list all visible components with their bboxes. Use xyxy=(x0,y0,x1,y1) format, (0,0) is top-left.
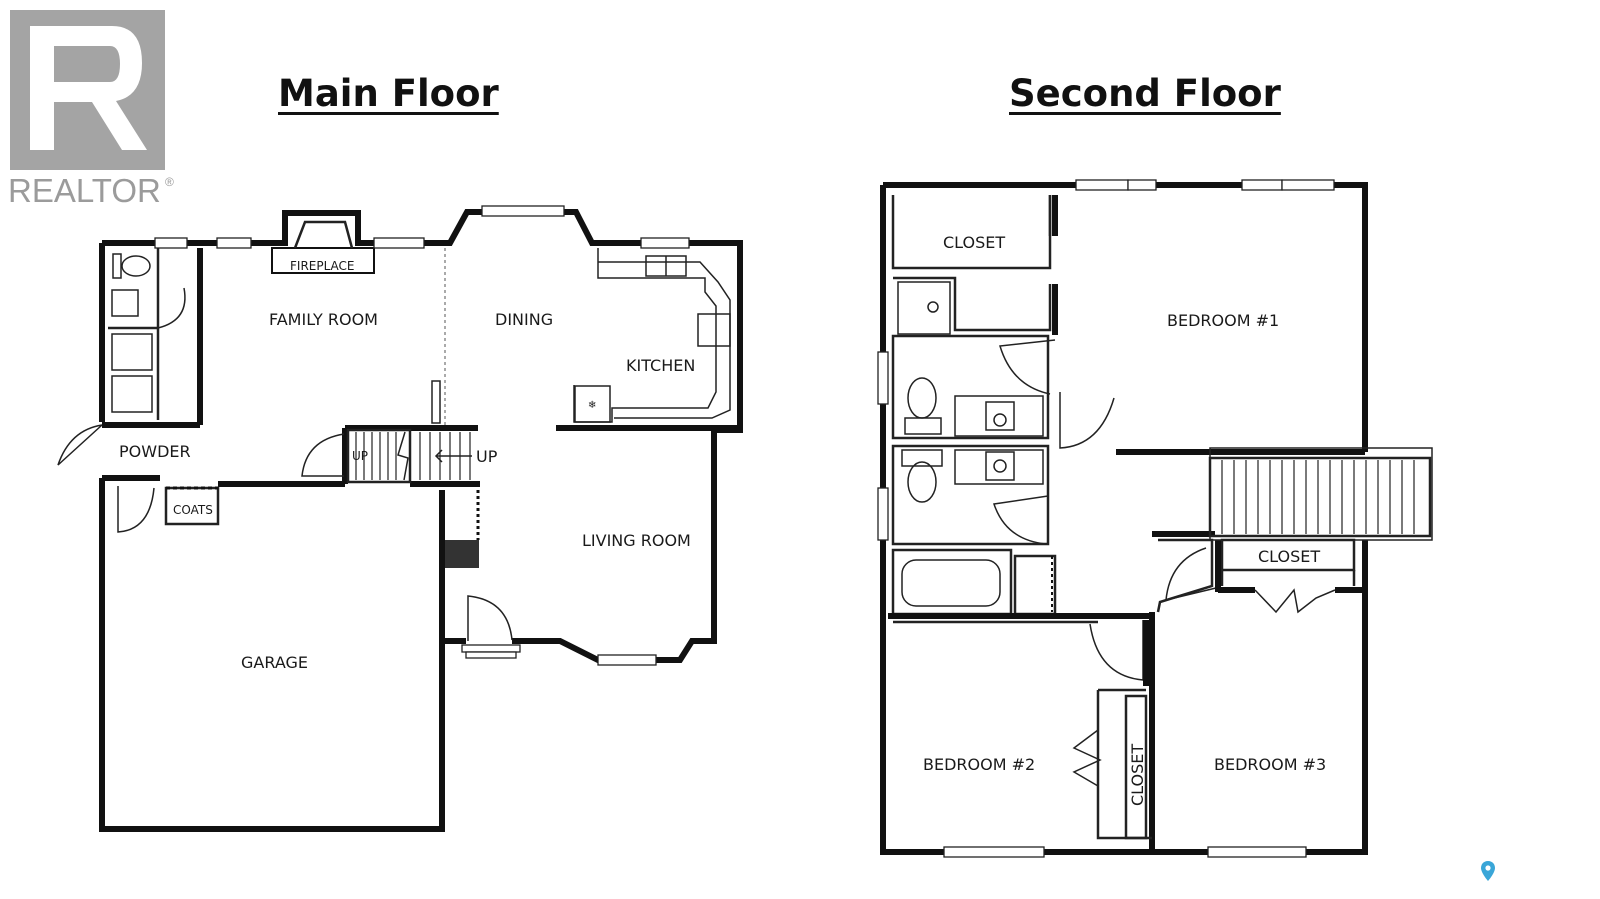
powder-label: POWDER xyxy=(119,442,191,461)
closet-top-label: CLOSET xyxy=(943,233,1005,252)
svg-text:❄: ❄ xyxy=(588,400,596,411)
main-floor-title: Main Floor xyxy=(278,72,499,115)
bedroom-1-label: BEDROOM #1 xyxy=(1167,311,1279,330)
main-floor-plan: ❄ FAMILY ROOM DINING KITCHEN FIREPLACE P… xyxy=(57,205,743,832)
second-floor-plan: CLOSET BEDROOM #1 CLOSET BEDROOM #2 CLOS… xyxy=(877,179,1433,858)
map-pin-icon[interactable] xyxy=(1480,860,1496,882)
second-floor-title: Second Floor xyxy=(1009,72,1281,115)
living-room-label: LIVING ROOM xyxy=(582,531,691,550)
fireplace-label: FIREPLACE xyxy=(290,259,355,273)
coats-label: COATS xyxy=(173,503,213,517)
kitchen-label: KITCHEN xyxy=(626,356,695,375)
stairs-up-label-left: UP xyxy=(352,449,368,463)
closet-right-label: CLOSET xyxy=(1258,547,1320,566)
family-room-label: FAMILY ROOM xyxy=(269,310,378,329)
realtor-logo-text: REALTOR xyxy=(8,172,161,209)
realtor-logo: REALTOR ® xyxy=(8,10,174,209)
bedroom-2-label: BEDROOM #2 xyxy=(923,755,1035,774)
bedroom-3-label: BEDROOM #3 xyxy=(1214,755,1326,774)
stairs-up-label-right: UP xyxy=(476,447,498,466)
registered-mark: ® xyxy=(165,175,174,189)
closet-vertical-label: CLOSET xyxy=(1128,744,1147,806)
garage-label: GARAGE xyxy=(241,653,308,672)
dining-label: DINING xyxy=(495,310,553,329)
